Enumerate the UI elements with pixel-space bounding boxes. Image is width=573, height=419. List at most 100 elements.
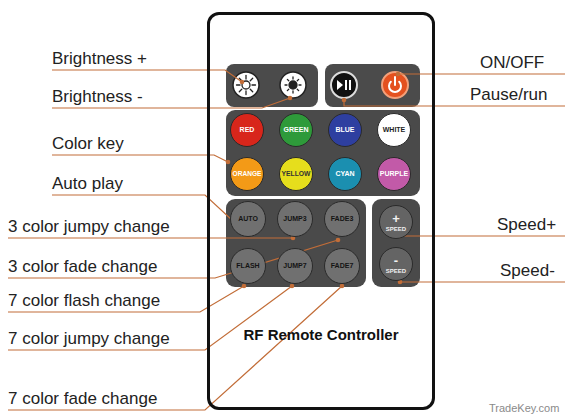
button-label: PURPLE xyxy=(380,170,408,177)
leader-line xyxy=(52,70,242,82)
color-button: YELLOW xyxy=(279,157,313,191)
button-label: ORANGE xyxy=(233,171,262,178)
mode-button: AUTO xyxy=(230,201,266,237)
sun-symbol xyxy=(289,81,297,89)
mode-button: FADE3 xyxy=(324,201,360,237)
button-label: FADE7 xyxy=(331,262,354,269)
speed-button: -SPEED xyxy=(379,247,413,281)
button-label: BLUE xyxy=(335,126,354,133)
sun-ray xyxy=(292,91,293,93)
sun-ray xyxy=(250,89,252,91)
callout-label: ON/OFF xyxy=(480,53,544,73)
pause-symbol xyxy=(345,80,347,90)
button-label: - xyxy=(394,254,398,268)
remote-housing: RF Remote Controller RED GREEN BLUE WHITE ORA… xyxy=(207,12,435,410)
sun-rays xyxy=(237,76,302,95)
callout-label: 7 color fade change xyxy=(8,389,157,409)
sun-ray xyxy=(239,89,241,91)
sun-ray xyxy=(297,79,298,80)
button-label: RED xyxy=(240,126,255,133)
mode-button: JUMP7 xyxy=(277,248,313,284)
sun-ray xyxy=(299,84,301,85)
leader-line xyxy=(8,237,293,238)
leader-dot xyxy=(396,72,401,77)
sun-ray xyxy=(237,84,241,85)
leader-line xyxy=(8,286,342,410)
callout-label: 3 color fade change xyxy=(8,257,157,277)
color-button: CYAN xyxy=(328,157,362,191)
callout-label: Brightness + xyxy=(52,49,147,69)
speed-panel xyxy=(372,199,420,287)
leader-dot xyxy=(342,98,347,103)
leader-dot xyxy=(226,160,231,165)
sun-ray xyxy=(250,78,252,80)
color-button: ORANGE xyxy=(230,157,264,191)
mode-panel xyxy=(226,199,366,287)
color-button: GREEN xyxy=(279,113,313,147)
mode-button: JUMP3 xyxy=(277,201,313,237)
color-button: WHITE xyxy=(377,113,411,147)
color-button: RED xyxy=(230,113,264,147)
leader-line xyxy=(398,73,565,74)
leader-line xyxy=(52,155,228,162)
brightness-panel xyxy=(226,64,318,107)
mode-button: FLASH xyxy=(230,248,266,284)
power-symbol xyxy=(394,77,396,85)
leader-dot xyxy=(290,284,295,289)
leader-dot xyxy=(288,96,293,101)
button-label: FADE3 xyxy=(331,215,354,222)
callout-label: 7 color jumpy change xyxy=(8,329,170,349)
brightness-down-button xyxy=(280,72,306,98)
button-label: + xyxy=(392,212,400,226)
button-label: SPEED xyxy=(386,268,406,274)
callout-label: Color key xyxy=(52,134,124,154)
color-button: PURPLE xyxy=(377,157,411,191)
leader-dot xyxy=(336,238,341,243)
sun-ray xyxy=(287,89,288,90)
callout-label: Auto play xyxy=(52,174,123,194)
on-off-button xyxy=(382,72,408,98)
leader-line xyxy=(400,235,565,236)
sun-ray xyxy=(297,89,298,90)
button-label: YELLOW xyxy=(282,170,311,177)
button-label: JUMP7 xyxy=(283,262,306,269)
watermark: TradeKey.com xyxy=(489,401,559,415)
power-panel xyxy=(325,64,420,107)
remote-name: RF Remote Controller xyxy=(210,327,432,343)
leader-dot xyxy=(242,284,247,289)
button-label: FLASH xyxy=(236,262,259,269)
sun-ray xyxy=(245,76,246,80)
callout-label: Speed+ xyxy=(497,215,556,235)
pause-run-button xyxy=(331,72,357,98)
callout-label: Brightness - xyxy=(52,87,143,107)
color-button: BLUE xyxy=(328,113,362,147)
pause-symbol xyxy=(349,80,351,90)
leader-line xyxy=(400,281,565,282)
sun-ray xyxy=(285,84,287,85)
leader-lines xyxy=(8,70,565,410)
brightness-up-button xyxy=(233,72,259,98)
mode-button: FADE7 xyxy=(324,248,360,284)
button-label: SPEED xyxy=(386,226,406,232)
speed-button: +SPEED xyxy=(379,205,413,239)
leader-dot xyxy=(340,284,345,289)
callout-label: 3 color jumpy change xyxy=(8,217,170,237)
remote-body xyxy=(209,14,434,409)
callout-label: Speed- xyxy=(500,261,555,281)
sun-ray xyxy=(245,91,246,95)
icon-buttons xyxy=(233,72,408,98)
callout-label: Pause/run xyxy=(470,85,548,105)
button-label: JUMP3 xyxy=(283,215,306,222)
sun-ray xyxy=(252,84,256,85)
sun-ray xyxy=(287,79,288,80)
button-label: GREEN xyxy=(284,126,309,133)
button-label: WHITE xyxy=(383,126,406,133)
button-label: CYAN xyxy=(335,170,354,177)
callout-label: 7 color flash change xyxy=(8,291,160,311)
color-panel xyxy=(226,110,420,196)
leader-dot xyxy=(240,80,245,85)
sun-ray xyxy=(292,77,293,79)
button-label: AUTO xyxy=(238,215,258,222)
